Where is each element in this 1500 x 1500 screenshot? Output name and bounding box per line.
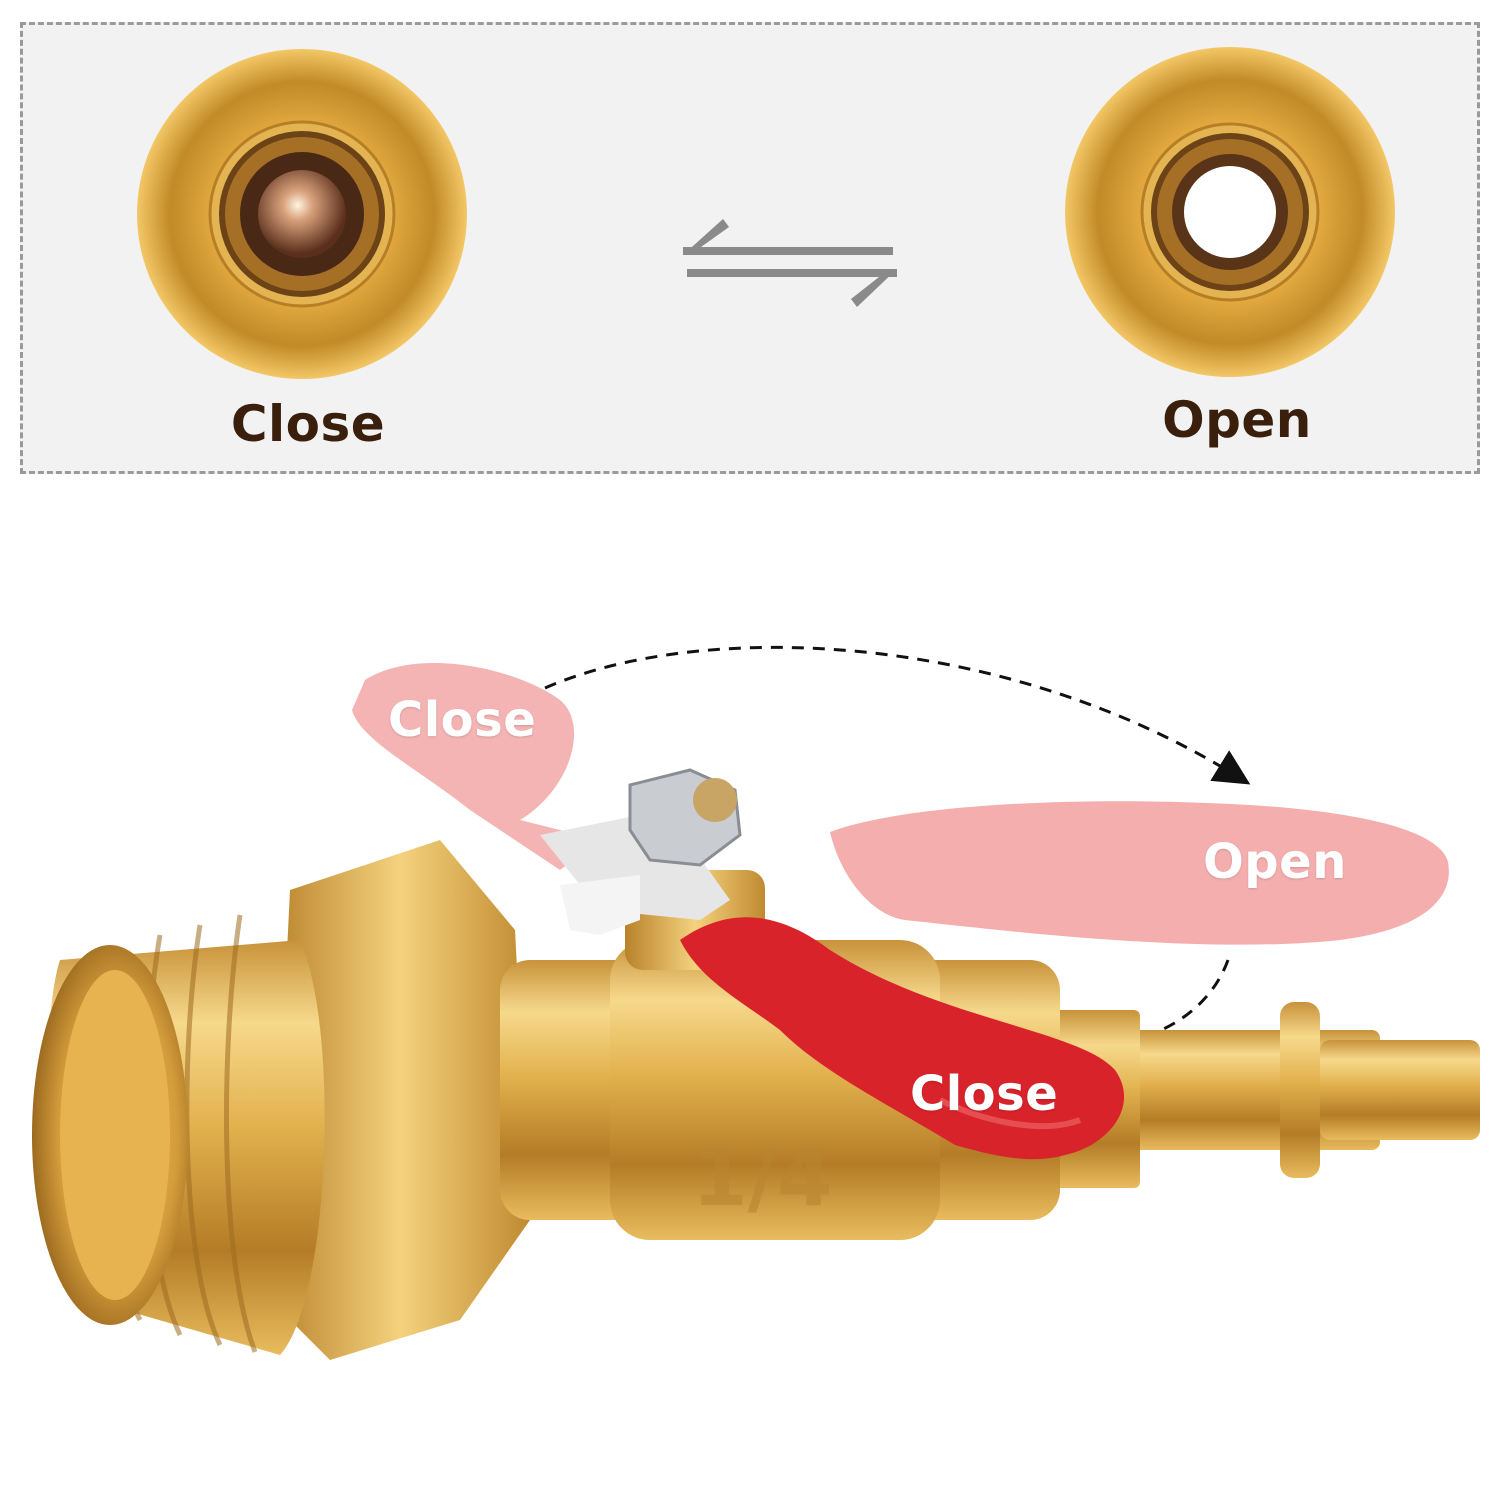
open-state-label: Open: [1162, 391, 1312, 449]
closed-fitting-icon: [137, 49, 467, 379]
ball-valve-illustration: 1/4: [0, 600, 1500, 1500]
handle-open-label: Open: [1203, 834, 1347, 890]
handle-active-label: Close: [910, 1066, 1059, 1122]
swap-arrows-icon: [677, 217, 903, 313]
stem-nut: [540, 768, 742, 935]
open-fitting-icon: [1065, 47, 1395, 377]
handle-top-label: Close: [388, 692, 537, 748]
valve-state-comparison-panel: Close Open: [20, 22, 1480, 474]
closed-fitting-image: [135, 47, 469, 381]
ghost-handle-open-position: [830, 801, 1449, 945]
rotation-arrow-icon: [544, 645, 1251, 785]
active-handle-red: [680, 917, 1125, 1160]
open-fitting-image: [1063, 45, 1397, 379]
closed-state-label: Close: [230, 395, 386, 453]
body-size-marking: 1/4: [692, 1131, 833, 1224]
ghost-handle-closed-position: [352, 662, 600, 870]
